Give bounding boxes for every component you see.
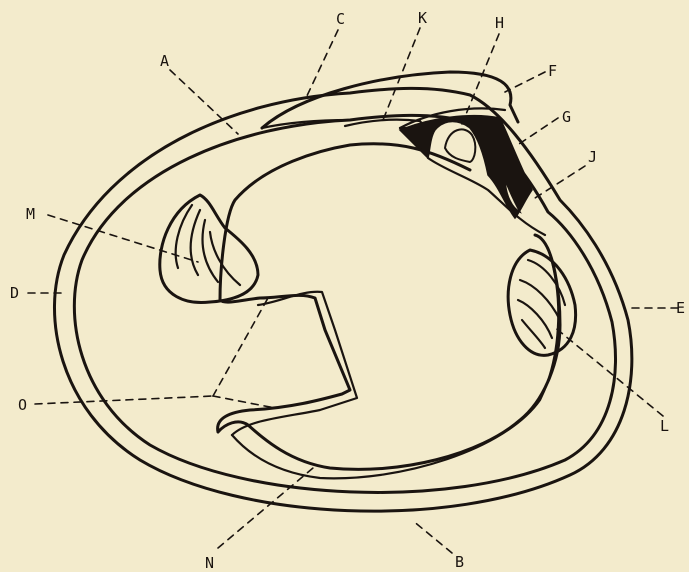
hinge-socket [445,129,475,162]
posterior-scar-line-4 [522,320,545,348]
anterior-adductor-scar [160,195,258,303]
label-O: O [18,396,27,414]
label-N: N [205,554,214,572]
leader-L [553,326,663,416]
leader-C [305,30,338,100]
label-G: G [562,108,571,126]
posterior-scar-line-3 [518,300,552,338]
label-M: M [26,205,35,223]
leader-A [170,70,238,134]
outer-shell-margin [54,88,631,511]
leader-O [35,396,213,404]
leader-M [48,215,198,262]
label-F: F [548,62,557,80]
anterior-scar-line-2 [191,210,200,275]
inner-shell-margin [74,115,615,492]
label-J: J [588,148,597,166]
leader-F [505,72,545,92]
leader-O-upper [213,298,268,396]
label-A: A [160,52,169,70]
label-H: H [495,14,504,32]
label-D: D [10,284,19,302]
leader-O-lower [213,396,275,408]
label-E: E [676,299,685,317]
label-C: C [336,10,345,28]
leader-B [412,520,452,553]
label-K: K [418,9,427,27]
leader-G [516,118,558,146]
posterior-scar-line-2 [520,280,560,320]
label-L: L [660,417,669,435]
label-B: B [455,553,464,571]
